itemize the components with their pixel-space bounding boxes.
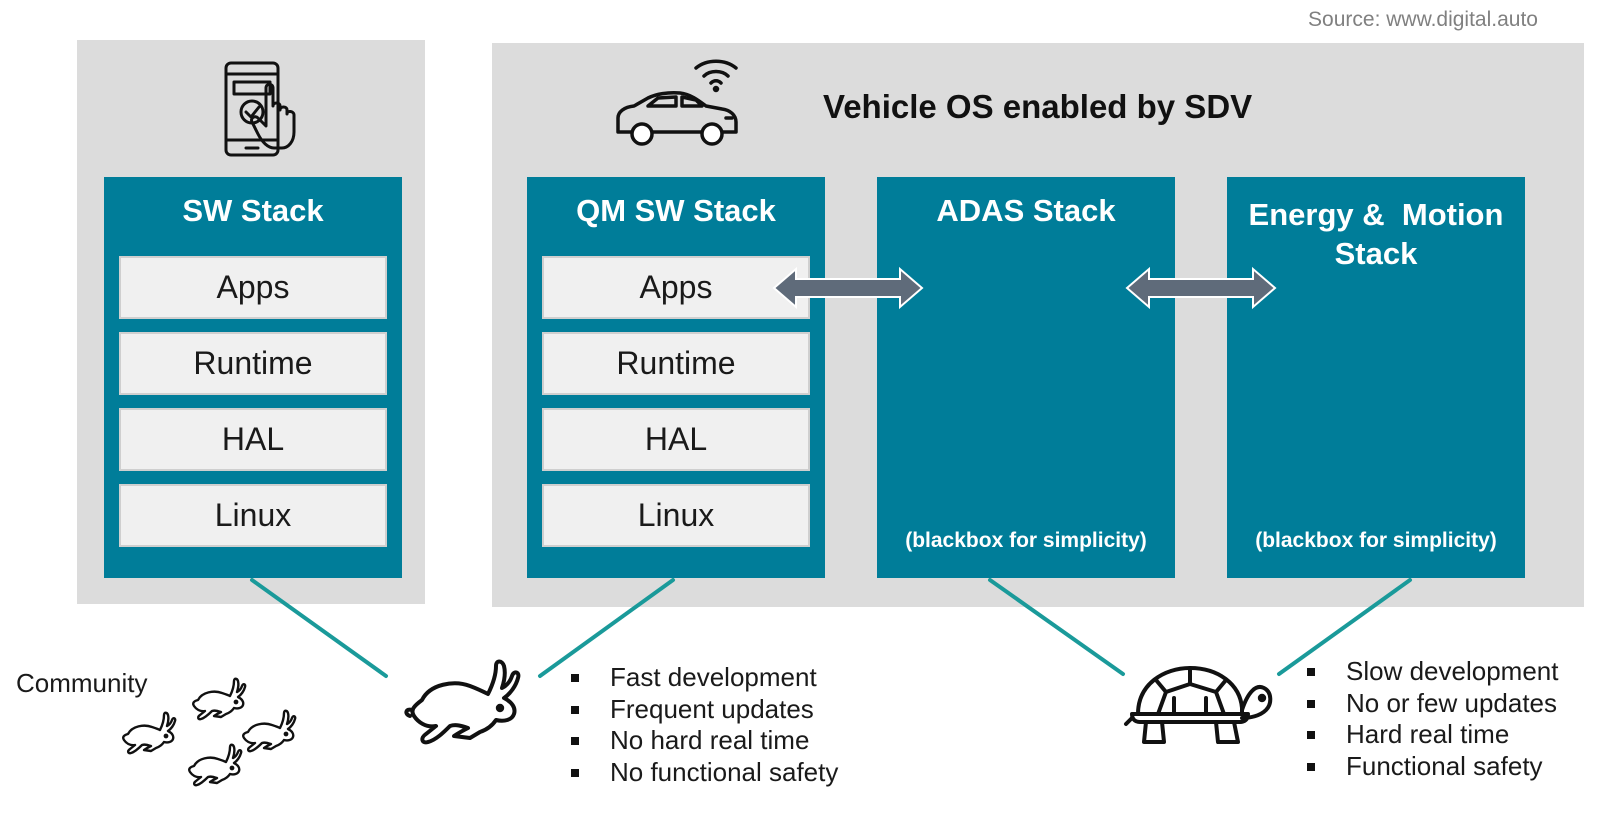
adas-blackbox-note: (blackbox for simplicity) bbox=[905, 529, 1147, 552]
layer-runtime: Runtime bbox=[119, 332, 387, 395]
list-item: Hard real time bbox=[1306, 719, 1558, 751]
list-item: Fast development bbox=[570, 662, 838, 694]
turtle-icon bbox=[1124, 666, 1273, 744]
slow-characteristics-list: Slow development No or few updates Hard … bbox=[1306, 656, 1558, 782]
community-label: Community bbox=[16, 668, 148, 698]
double-arrow-icon bbox=[772, 266, 924, 310]
sw-stack: SW Stack Apps Runtime HAL Linux bbox=[104, 177, 402, 578]
list-item: No functional safety bbox=[570, 757, 838, 789]
rabbits-group-icon bbox=[122, 677, 297, 787]
list-item: Slow development bbox=[1306, 656, 1558, 688]
list-item: Functional safety bbox=[1306, 751, 1558, 783]
layer-apps: Apps bbox=[542, 256, 810, 319]
connected-car-icon bbox=[616, 59, 738, 146]
fast-characteristics-list: Fast development Frequent updates No har… bbox=[570, 662, 838, 788]
list-item: No or few updates bbox=[1306, 688, 1558, 720]
list-item: Frequent updates bbox=[570, 694, 838, 726]
source-credit: Source: www.digital.auto bbox=[1308, 8, 1538, 31]
layer-runtime: Runtime bbox=[542, 332, 810, 395]
layer-linux: Linux bbox=[119, 484, 387, 547]
adas-stack: ADAS Stack (blackbox for simplicity) bbox=[877, 177, 1175, 578]
list-item: No hard real time bbox=[570, 725, 838, 757]
sw-stack-title: SW Stack bbox=[182, 193, 324, 228]
smartphone-touch-icon bbox=[224, 61, 296, 157]
energy-blackbox-note: (blackbox for simplicity) bbox=[1255, 529, 1497, 552]
qm-sw-stack: QM SW Stack Apps Runtime HAL Linux bbox=[527, 177, 825, 578]
rabbit-icon bbox=[404, 659, 521, 745]
adas-stack-title: ADAS Stack bbox=[936, 193, 1116, 228]
double-arrow-icon bbox=[1125, 266, 1277, 310]
energy-stack-title-line2: Stack bbox=[1334, 236, 1418, 271]
energy-motion-stack: Energy & Motion Stack (blackbox for simp… bbox=[1227, 177, 1525, 578]
layer-apps: Apps bbox=[119, 256, 387, 319]
energy-stack-title-line1: Energy & Motion bbox=[1248, 197, 1504, 232]
diagram-title: Vehicle OS enabled by SDV bbox=[823, 88, 1253, 125]
layer-hal: HAL bbox=[119, 408, 387, 471]
layer-linux: Linux bbox=[542, 484, 810, 547]
layer-hal: HAL bbox=[542, 408, 810, 471]
qm-stack-title: QM SW Stack bbox=[576, 193, 776, 228]
